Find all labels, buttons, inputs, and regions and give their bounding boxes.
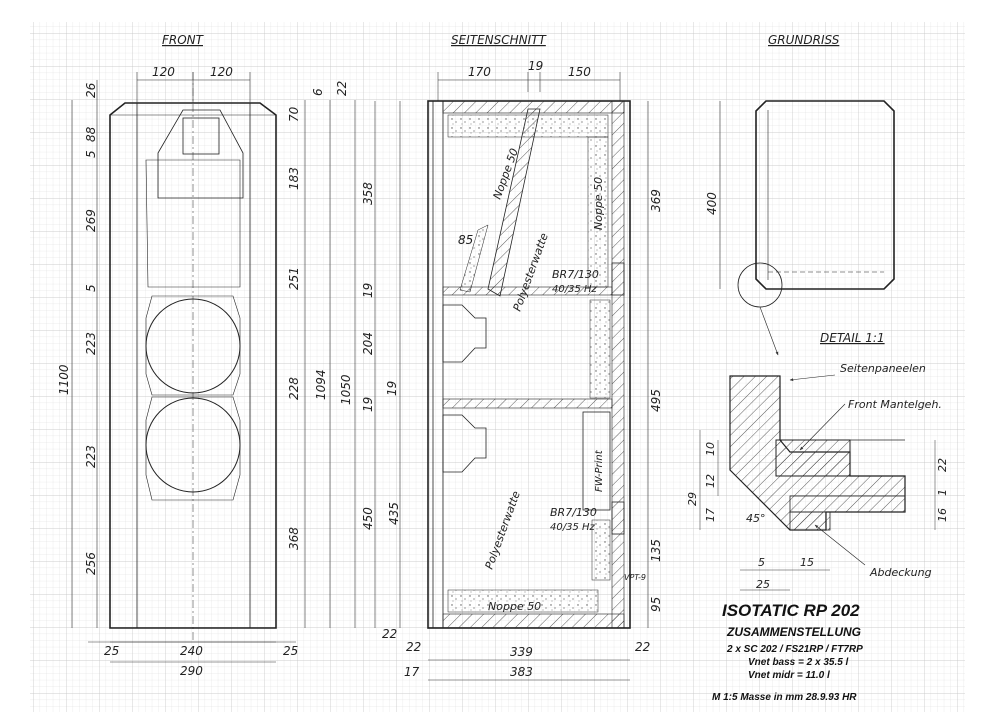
detail-view-title: DETAIL 1:1 — [820, 331, 885, 345]
dim-side-150: 150 — [568, 65, 591, 79]
label-br-2b: 40/35 Hz — [550, 522, 596, 533]
dim-side-495: 495 — [649, 389, 663, 412]
label-noppe-3: Noppe 50 — [488, 600, 541, 613]
title-main: ISOTATIC RP 202 — [722, 601, 860, 620]
dim-front-r251: 251 — [287, 267, 301, 290]
label-front-mantelgeh: Front Mantelgeh. — [848, 398, 942, 411]
dim-side-22-bottom: 22 — [382, 627, 397, 641]
dim-front-b25b: 25 — [283, 644, 298, 658]
dim-side-19a: 19 — [361, 283, 375, 298]
dim-front-1100: 1100 — [57, 364, 71, 395]
front-view: FRONT — [109, 33, 277, 640]
dim-side-95: 95 — [649, 597, 663, 612]
dim-front-l223b: 223 — [84, 445, 98, 468]
dim-front-l5a: 5 — [84, 150, 98, 158]
dim-front-r70: 70 — [287, 106, 301, 122]
dim-side-22b: 22 — [406, 640, 421, 654]
label-br-2a: BR7/130 — [550, 506, 597, 519]
dim-side-358: 358 — [361, 182, 375, 205]
front-dimensions — [71, 72, 356, 663]
label-fw-print: FW-Print — [594, 449, 605, 492]
dim-front-b290: 290 — [180, 664, 203, 678]
dim-front-r183: 183 — [287, 167, 301, 190]
side-section-view: SEITENSCHNITT — [427, 33, 631, 629]
dim-front-1094: 1094 — [314, 369, 328, 400]
dim-detail-angle: 45° — [746, 512, 766, 525]
dim-front-b240: 240 — [180, 644, 203, 658]
dim-front-b25a: 25 — [104, 644, 119, 658]
dim-front-l223a: 223 — [84, 332, 98, 355]
dim-side-19c: 19 — [385, 381, 399, 396]
dim-front-120b: 120 — [210, 65, 233, 79]
dim-plan-400: 400 — [705, 192, 719, 215]
front-view-title: FRONT — [162, 33, 205, 47]
dim-front-1050: 1050 — [339, 374, 353, 405]
title-line-1: 2 x SC 202 / FS21RP / FT7RP — [726, 644, 863, 655]
dim-side-85: 85 — [458, 233, 473, 247]
dim-side-204: 204 — [361, 332, 375, 355]
dim-detail-10: 10 — [704, 442, 717, 456]
dim-detail-16: 16 — [936, 508, 949, 522]
title-line-2: Vnet bass = 2 x 35.5 l — [748, 657, 849, 668]
dim-side-170: 170 — [468, 65, 491, 79]
dim-detail-12: 12 — [704, 474, 717, 488]
dim-front-l88: 88 — [84, 126, 98, 142]
side-dimensions — [374, 72, 649, 681]
dim-front-r368: 368 — [287, 527, 301, 550]
plan-view: GRUNDRISS — [719, 33, 895, 356]
dim-side-339: 339 — [510, 645, 533, 659]
side-view-title: SEITENSCHNITT — [451, 33, 547, 47]
detail-view: DETAIL 1:1 — [699, 331, 936, 591]
label-br-1b: 40/35 Hz — [552, 284, 598, 295]
dim-detail-25: 25 — [756, 578, 770, 591]
dim-front-l256: 256 — [84, 552, 98, 575]
label-seitenpaneelen: Seitenpaneelen — [840, 362, 926, 375]
plan-view-title: GRUNDRISS — [768, 33, 840, 47]
dim-front-r228: 228 — [287, 377, 301, 400]
label-vpt: VPT-9 — [624, 573, 646, 582]
title-footer: M 1:5 Masse in mm 28.9.93 HR — [712, 692, 857, 703]
dim-detail-22: 22 — [936, 458, 949, 472]
label-noppe-2: Noppe 50 — [592, 177, 605, 230]
dim-side-383: 383 — [510, 665, 533, 679]
dim-detail-15: 15 — [800, 556, 814, 569]
dim-front-120a: 120 — [152, 65, 175, 79]
dim-side-22: 22 — [335, 81, 349, 96]
dim-side-19b: 19 — [361, 397, 375, 412]
dim-side-369: 369 — [649, 189, 663, 212]
dim-front-l26: 26 — [84, 82, 98, 98]
dim-side-435: 435 — [387, 502, 401, 525]
dim-side-450: 450 — [361, 507, 375, 530]
dim-front-l5b: 5 — [84, 284, 98, 292]
title-sub: ZUSAMMENSTELLUNG — [726, 625, 861, 639]
dim-side-135: 135 — [649, 539, 663, 562]
dim-detail-17: 17 — [704, 508, 717, 522]
dim-detail-1: 1 — [936, 489, 949, 496]
dim-detail-5: 5 — [758, 556, 765, 569]
label-abdeckung: Abdeckung — [869, 566, 932, 579]
title-block: ISOTATIC RP 202 ZUSAMMENSTELLUNG 2 x SC … — [712, 601, 863, 703]
dim-front-l269: 269 — [84, 209, 98, 232]
dim-side-19: 19 — [528, 59, 543, 73]
title-line-3: Vnet midr = 11.0 l — [748, 670, 830, 681]
dim-side-17: 17 — [404, 665, 420, 679]
label-br-1a: BR7/130 — [552, 268, 599, 281]
dim-detail-29: 29 — [686, 492, 699, 506]
dim-side-22c: 22 — [635, 640, 650, 654]
dim-side-6: 6 — [311, 88, 325, 96]
